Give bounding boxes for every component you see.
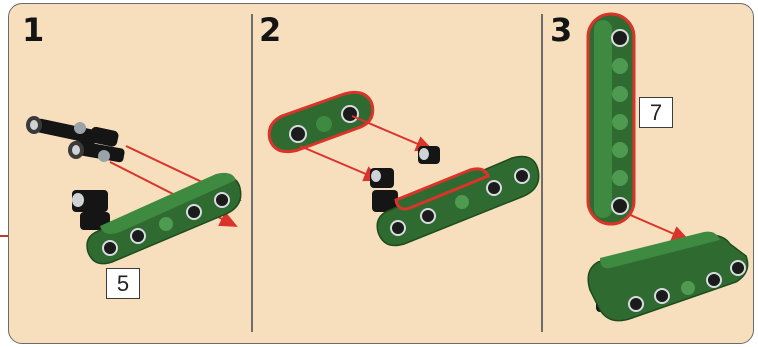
step-2-arrows [299,115,434,182]
step-1-part-count: 5 [106,268,140,299]
black-connector-pin-icon [26,116,125,163]
step-divider-1 [251,14,253,332]
step-divider-2 [541,14,543,332]
step-1-number: 1 [22,11,45,49]
green-liftarm-5-icon [86,172,242,265]
step-3-arrow [627,213,690,241]
green-liftarm-7-icon [586,12,636,226]
black-connector-pin-icon [370,146,440,212]
step-2-number: 2 [259,11,282,49]
green-liftarm-5-icon [376,155,540,247]
green-liftarm-3-icon [267,90,375,154]
black-connector-pin-icon [72,190,110,230]
page-edge-mark [0,235,12,237]
green-liftarm-5-icon [587,231,749,322]
step-3-number: 3 [550,11,573,49]
step-3-part-count: 7 [639,97,673,128]
